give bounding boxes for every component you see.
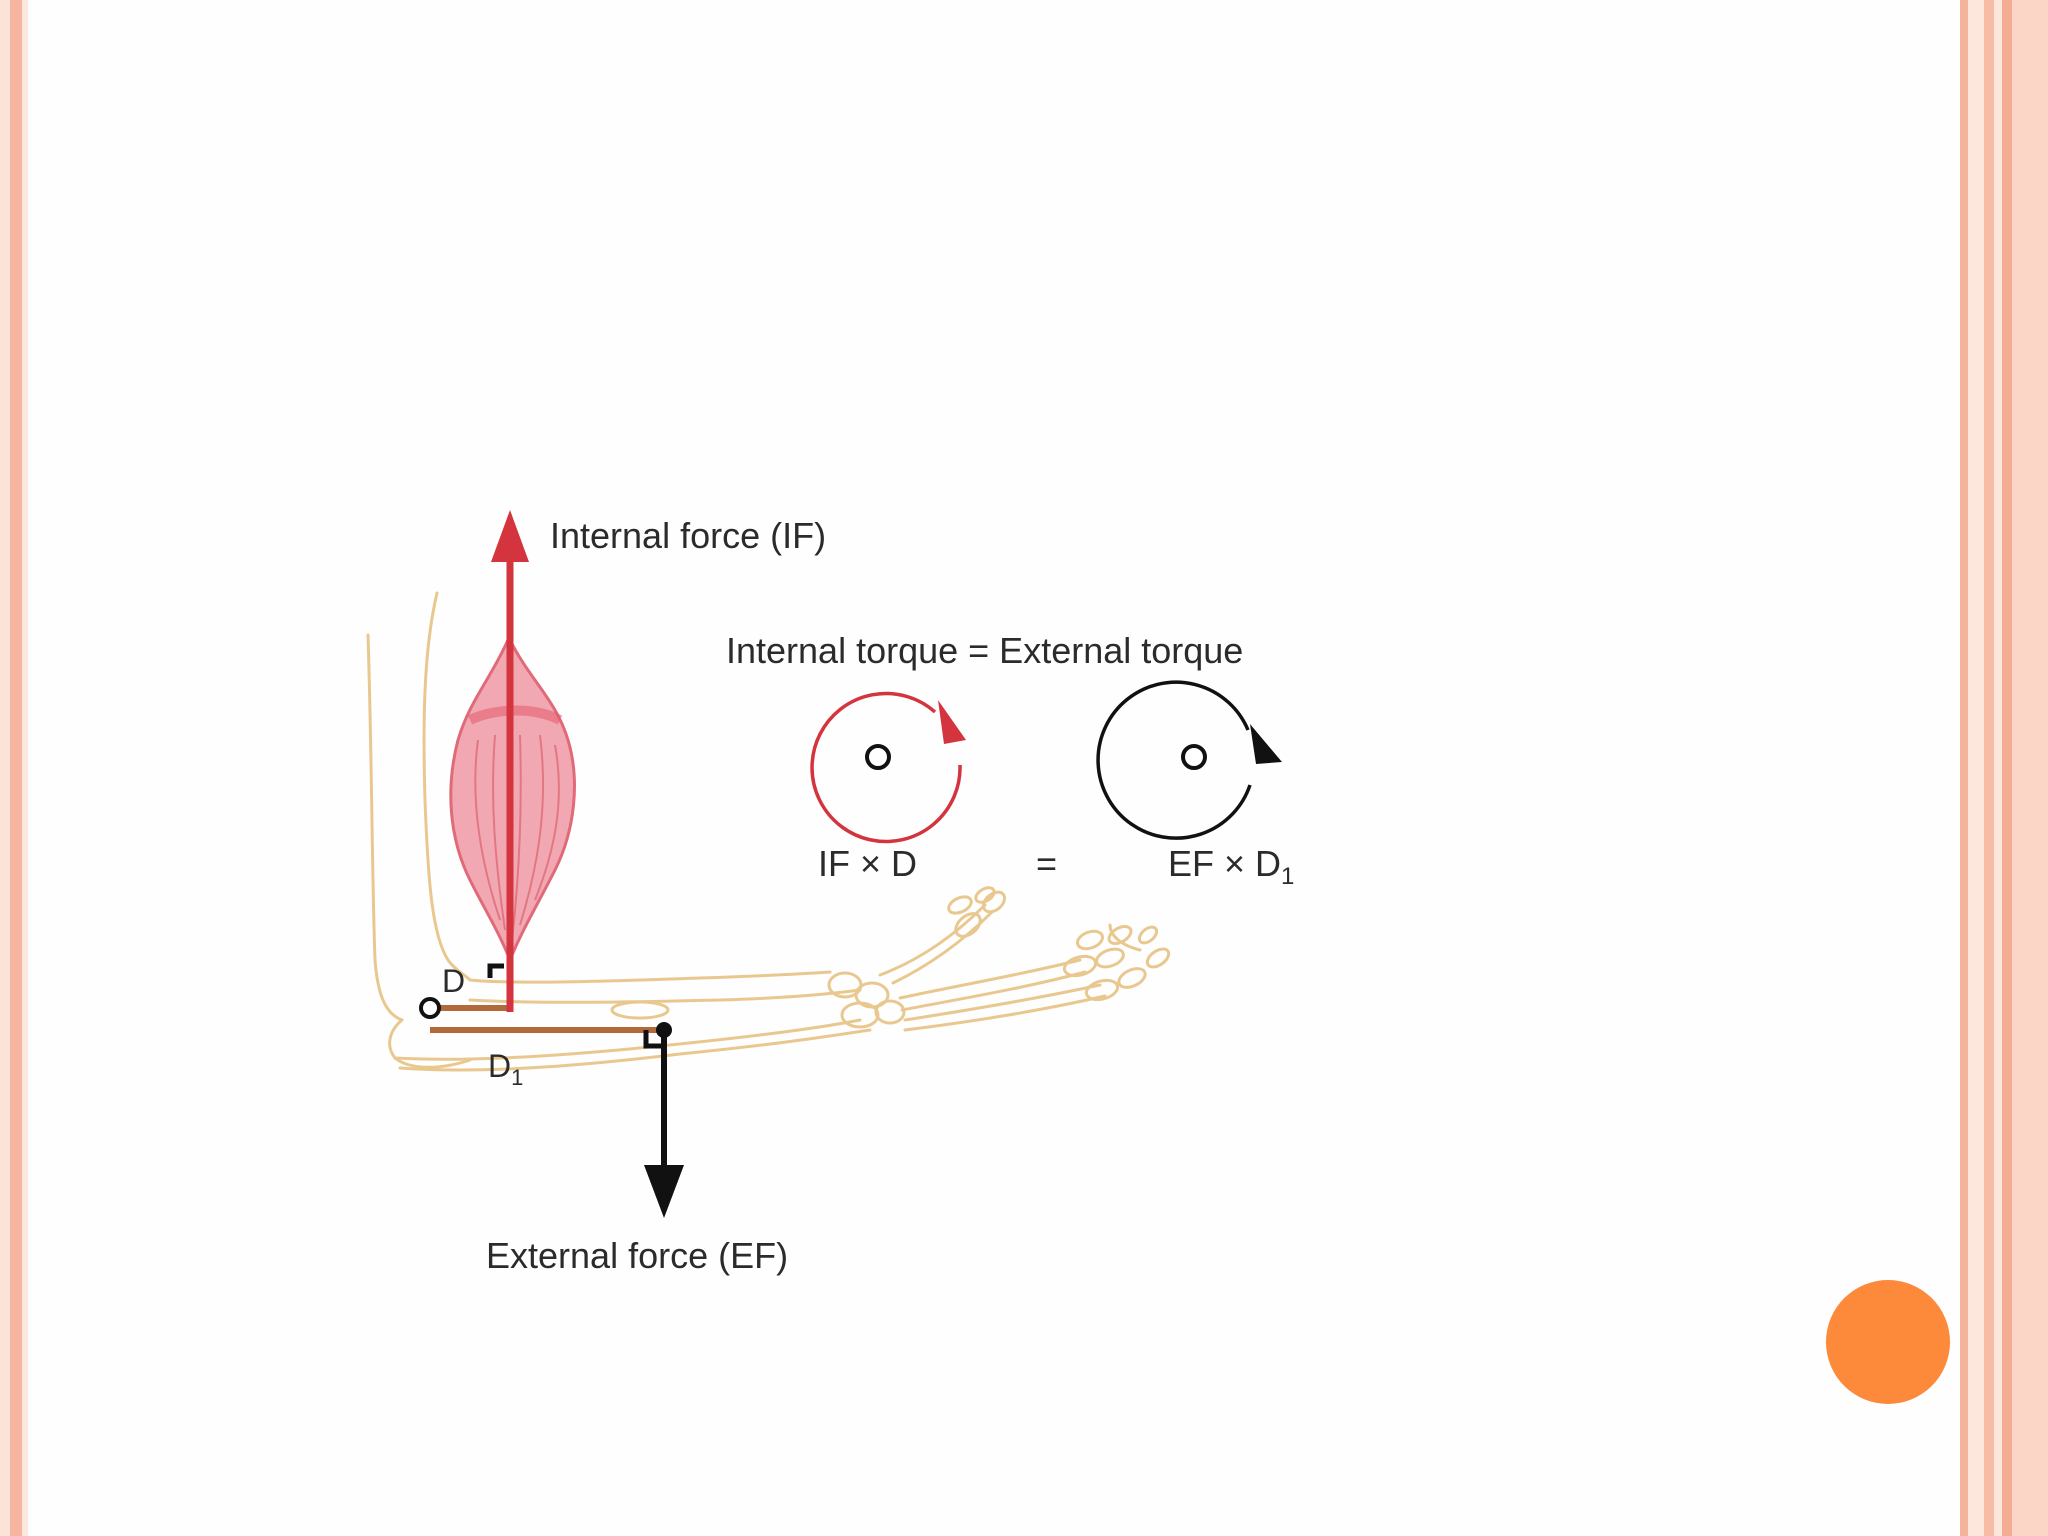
if-times-d-label: IF × D bbox=[818, 843, 917, 884]
right-angle-marker-d bbox=[487, 963, 504, 978]
internal-force-label: Internal force (IF) bbox=[550, 515, 826, 556]
ef-times-d1-main: EF × D bbox=[1168, 843, 1281, 884]
ef-times-d1-label: EF × D1 bbox=[1168, 843, 1294, 890]
ef-times-d1-subscript: 1 bbox=[1281, 863, 1294, 890]
d-label: D bbox=[442, 963, 465, 999]
d1-subscript: 1 bbox=[511, 1065, 523, 1090]
internal-torque-rotation-icon bbox=[810, 691, 966, 844]
equation-title: Internal torque = External torque bbox=[726, 630, 1243, 671]
d1-main: D bbox=[488, 1048, 511, 1084]
elbow-axis-circle bbox=[419, 997, 441, 1019]
external-torque-rotation-icon bbox=[1096, 680, 1282, 840]
equals-sign: = bbox=[1036, 843, 1057, 884]
forearm-bones bbox=[393, 970, 872, 1072]
external-force-label: External force (EF) bbox=[486, 1235, 788, 1276]
external-force-arrow bbox=[644, 1022, 684, 1218]
right-decorative-border bbox=[1956, 0, 2048, 1536]
d1-label: D1 bbox=[488, 1048, 523, 1090]
internal-force-arrow bbox=[491, 510, 529, 1012]
right-angle-marker-d1 bbox=[643, 1030, 662, 1049]
orange-accent-dot bbox=[1826, 1280, 1950, 1404]
hand-bones bbox=[827, 886, 1171, 1032]
left-decorative-border bbox=[0, 0, 28, 1536]
